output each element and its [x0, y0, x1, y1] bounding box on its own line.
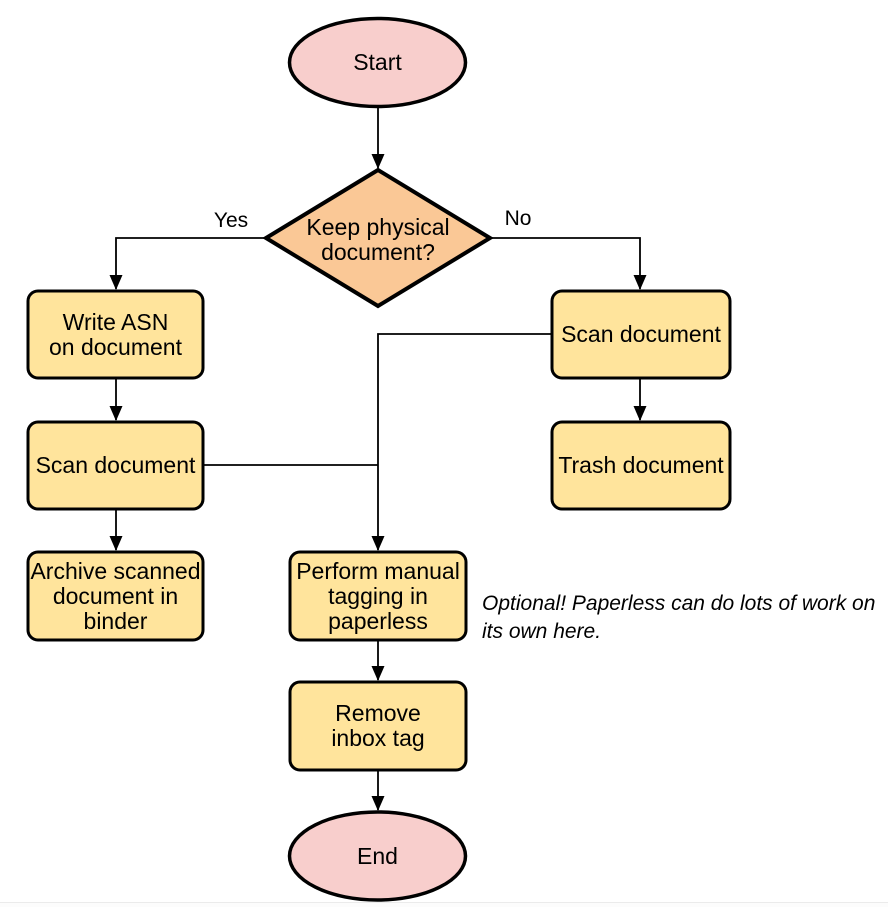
decision-diamond-shape [262, 167, 494, 309]
remove-tag-process-shape [288, 680, 468, 772]
end-terminal-shape [287, 810, 468, 902]
optional-annotation: Optional! Paperless can do lots of work … [482, 592, 876, 643]
edge-scan-right-to-tagging [371, 333, 552, 551]
yes-edge-label: Yes [199, 207, 263, 235]
no-edge-label: No [489, 205, 547, 233]
write-asn-process-shape [26, 289, 205, 380]
start-terminal-shape [287, 16, 468, 109]
archive-process-shape [26, 550, 205, 642]
scan-right-process-shape [550, 289, 732, 380]
trash-process-shape [550, 420, 732, 511]
scan-left-process-shape [26, 420, 205, 511]
tagging-process-shape [288, 550, 468, 642]
edge-decision-no-to-scan-right [490, 237, 647, 290]
page-bottom-edge [0, 902, 888, 907]
edge-decision-yes-to-write-asn [109, 237, 266, 290]
